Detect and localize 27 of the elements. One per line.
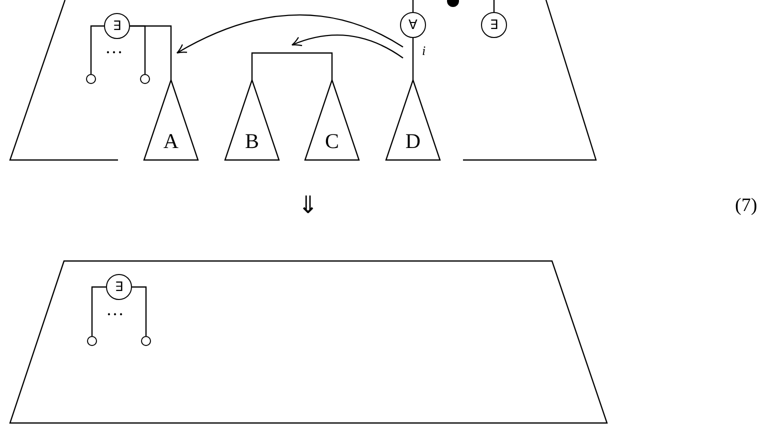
link-circle: ∃ [104, 13, 130, 39]
subnet-triangle: C [305, 80, 359, 160]
link-circle: ∃ [481, 12, 507, 38]
equation-number: (7) [735, 196, 758, 215]
wire [132, 286, 147, 336]
port-circle [86, 74, 96, 84]
index-label: i [422, 44, 426, 57]
proof-net-outline [10, 0, 597, 161]
port-circle [87, 336, 97, 346]
ellipsis: … [106, 300, 124, 318]
wire [412, 0, 414, 12]
link-circle: ∀ [400, 12, 426, 38]
subnet-triangle: B [225, 80, 279, 160]
subnet-triangle: A [144, 80, 198, 160]
wire [251, 52, 333, 80]
wire [493, 0, 495, 12]
proof-net-outline [10, 261, 608, 424]
wire [91, 286, 106, 336]
subnet-triangle: D [386, 80, 440, 160]
link-circle: ∃ [106, 274, 132, 300]
ellipsis: … [105, 38, 123, 56]
port-circle [141, 336, 151, 346]
wire [90, 25, 104, 74]
port-circle [140, 74, 150, 84]
wire [412, 38, 414, 80]
implication-arrow: ⇓ [298, 194, 318, 218]
wire [130, 25, 172, 80]
